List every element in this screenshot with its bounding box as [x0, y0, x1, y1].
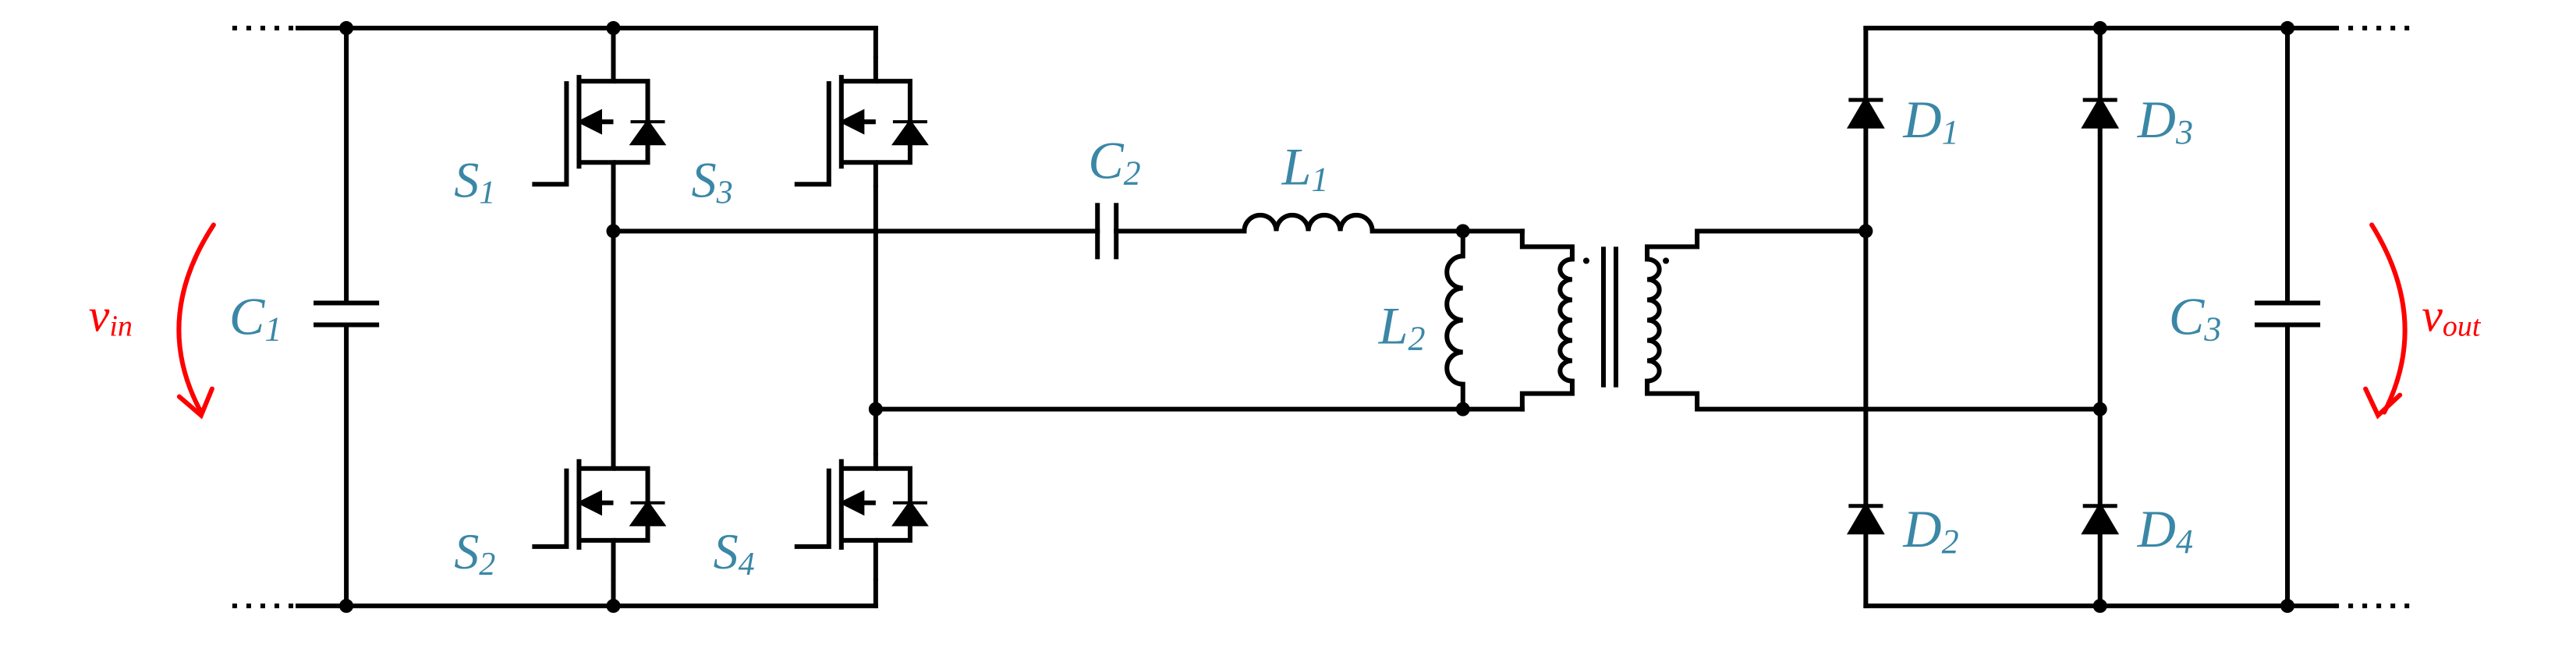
inductor-l2 [1444, 253, 1463, 387]
primary-polarity-dot [1582, 257, 1589, 264]
label-d4: D4 [2137, 499, 2193, 561]
label-c1: C1 [229, 287, 282, 349]
junction-dot [1455, 402, 1470, 416]
junction-dot [606, 598, 621, 613]
component-labels: S1 S3 S2 S4 C1 C2 C3 L1 L2 D1 D3 D2 D4 [229, 90, 2221, 583]
label-s4: S4 [714, 524, 755, 583]
label-c2: C2 [1088, 130, 1140, 192]
junction-dot [2280, 598, 2295, 613]
label-vin: vin [89, 289, 133, 343]
junction-dot [1455, 224, 1470, 239]
junction-dot [1858, 224, 1873, 239]
junction-dot [2280, 21, 2295, 36]
label-d1: D1 [1902, 90, 1958, 151]
label-c3: C3 [2169, 287, 2221, 349]
capacitor-c2 [1095, 203, 1119, 260]
junction-dot [2092, 402, 2107, 416]
wires [232, 26, 2413, 608]
label-s2: S2 [454, 524, 495, 583]
secondary-polarity-dot [1663, 257, 1670, 264]
diodes [1848, 100, 2117, 533]
capacitors [314, 203, 2321, 328]
diode-d2 [1848, 506, 1883, 533]
voltage-arrows [176, 222, 2408, 420]
diode-d3 [2083, 100, 2117, 126]
vin-arrow [176, 222, 216, 420]
transformer-secondary-winding [1646, 257, 1662, 384]
mosfet-s3 [794, 56, 929, 188]
junction-dot [339, 21, 354, 36]
capacitor-c3 [2254, 300, 2321, 328]
label-s3: S3 [692, 152, 733, 211]
label-l1: L1 [1281, 136, 1328, 198]
capacitor-c1 [314, 300, 380, 328]
junction-dot [606, 224, 621, 239]
voltage-labels: vin vout [89, 289, 2482, 343]
junction-dot [339, 598, 354, 613]
junction-dot [868, 402, 883, 416]
inductor-l1 [1242, 212, 1375, 232]
diode-d1 [1848, 100, 1883, 126]
junction-dot [606, 21, 621, 36]
junction-dot [2092, 598, 2107, 613]
mosfets [532, 56, 929, 581]
label-s1: S1 [454, 152, 495, 211]
label-d3: D3 [2137, 90, 2193, 151]
junctions [339, 21, 2295, 613]
transformer-primary-winding [1557, 257, 1573, 384]
mosfet-s2 [532, 452, 667, 581]
vout-arrow [2363, 222, 2408, 420]
mosfet-s4 [794, 452, 929, 581]
label-l2: L2 [1378, 296, 1426, 358]
diode-d4 [2083, 506, 2117, 533]
label-vout: vout [2422, 289, 2482, 343]
mosfet-s1 [532, 56, 667, 188]
label-d2: D2 [1902, 499, 1958, 561]
junction-dot [2092, 21, 2107, 36]
inductors [1242, 212, 1463, 387]
transformer [1557, 246, 1670, 388]
